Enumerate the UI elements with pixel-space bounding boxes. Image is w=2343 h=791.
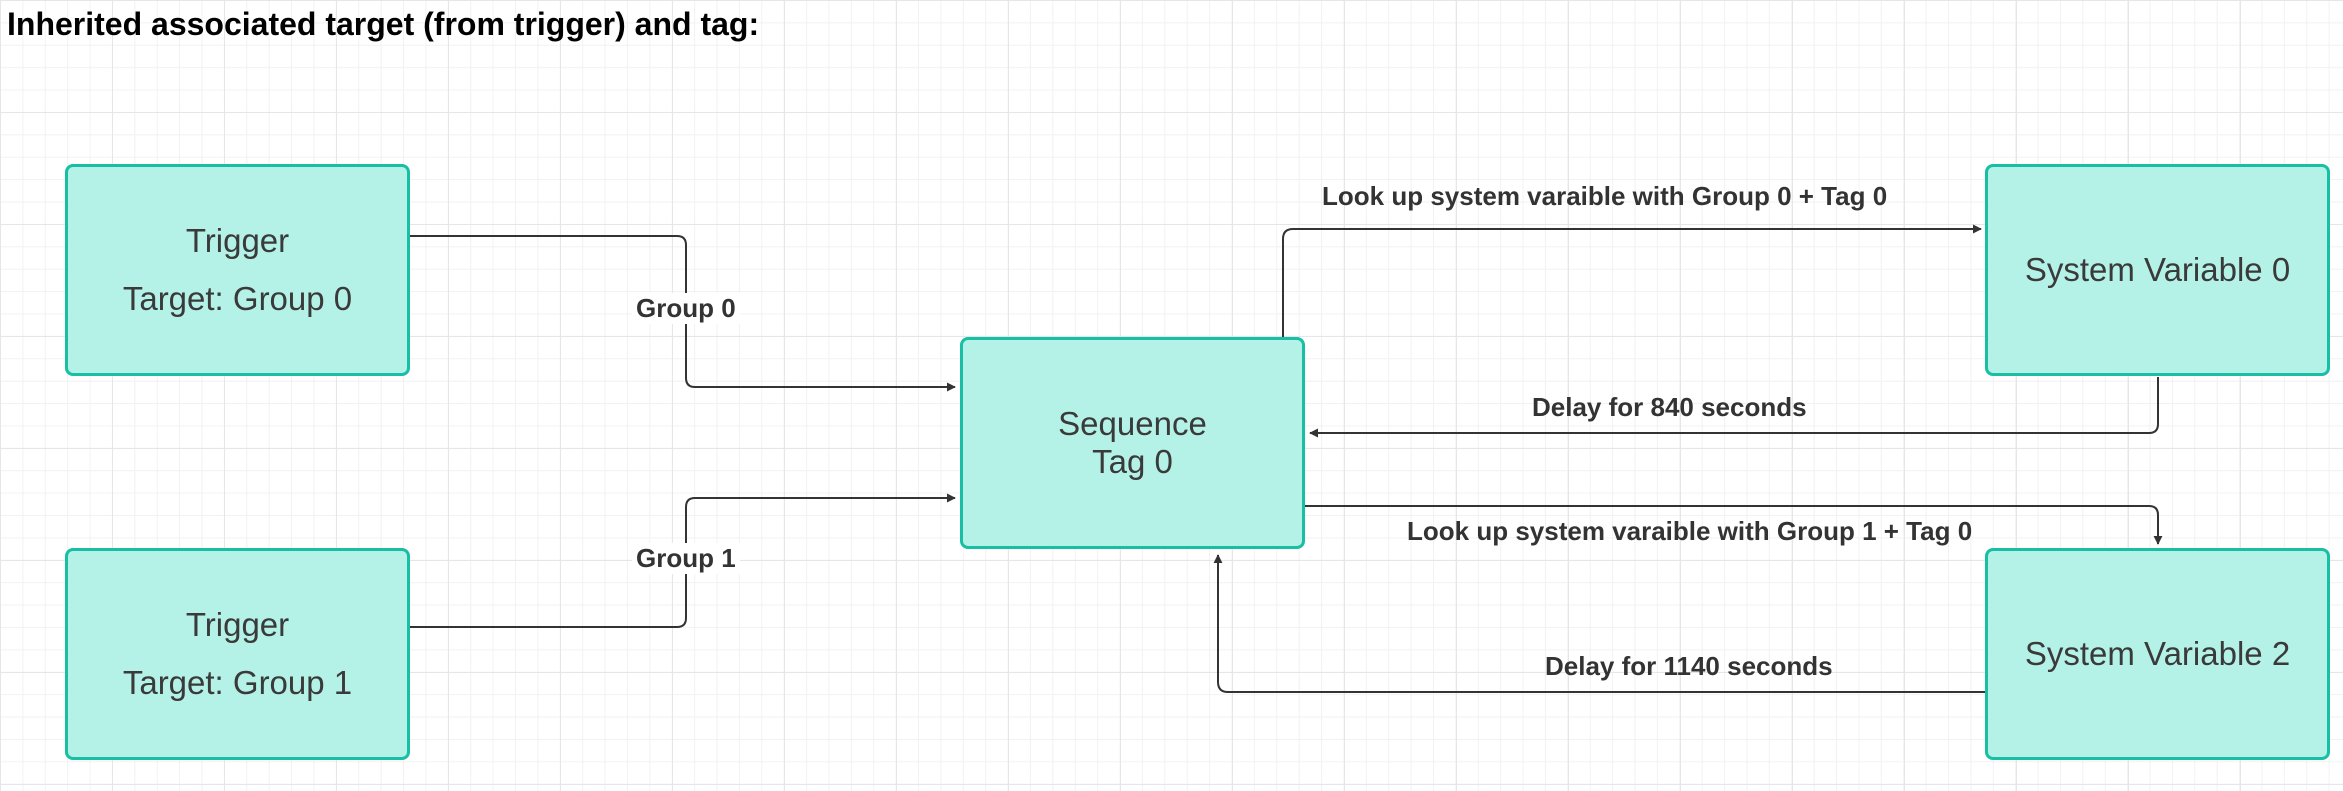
- trigger-group1-node[interactable]: Trigger Target: Group 1: [65, 548, 410, 760]
- edge-sysvar2-to-sequence[interactable]: [1213, 554, 1985, 693]
- trigger-group1-target: Target: Group 1: [122, 664, 353, 701]
- sequence-tag: Tag 0: [1092, 443, 1173, 480]
- edge-label-lookup-group1: Look up system varaible with Group 1 + T…: [1407, 516, 1973, 546]
- edge-label-lookup-group0: Look up system varaible with Group 0 + T…: [1322, 181, 1888, 211]
- system-variable-2-label: System Variable 2: [2024, 635, 2291, 673]
- trigger-group0-title: Trigger: [185, 222, 290, 260]
- trigger-group1-title: Trigger: [185, 606, 290, 644]
- system-variable-0-label: System Variable 0: [2024, 251, 2291, 289]
- sequence-node[interactable]: Sequence Tag 0: [960, 337, 1305, 549]
- sequence-title: Sequence: [1058, 405, 1207, 443]
- trigger-group0-node[interactable]: Trigger Target: Group 0: [65, 164, 410, 376]
- diagram-title: Inherited associated target (from trigge…: [7, 6, 760, 42]
- trigger-group0-target: Target: Group 0: [122, 280, 353, 317]
- edge-label-delay-1140: Delay for 1140 seconds: [1545, 651, 1833, 681]
- edge-label-delay-840: Delay for 840 seconds: [1532, 392, 1807, 422]
- edge-sequence-to-sysvar2[interactable]: [1305, 505, 2163, 545]
- edge-sequence-to-sysvar0[interactable]: [1282, 224, 1982, 337]
- system-variable-2-node[interactable]: System Variable 2: [1985, 548, 2330, 760]
- system-variable-0-node[interactable]: System Variable 0: [1985, 164, 2330, 376]
- edge-label-group0: Group 0: [632, 293, 740, 324]
- edge-sysvar0-to-sequence[interactable]: [1309, 377, 2159, 438]
- edge-label-group1: Group 1: [632, 543, 740, 574]
